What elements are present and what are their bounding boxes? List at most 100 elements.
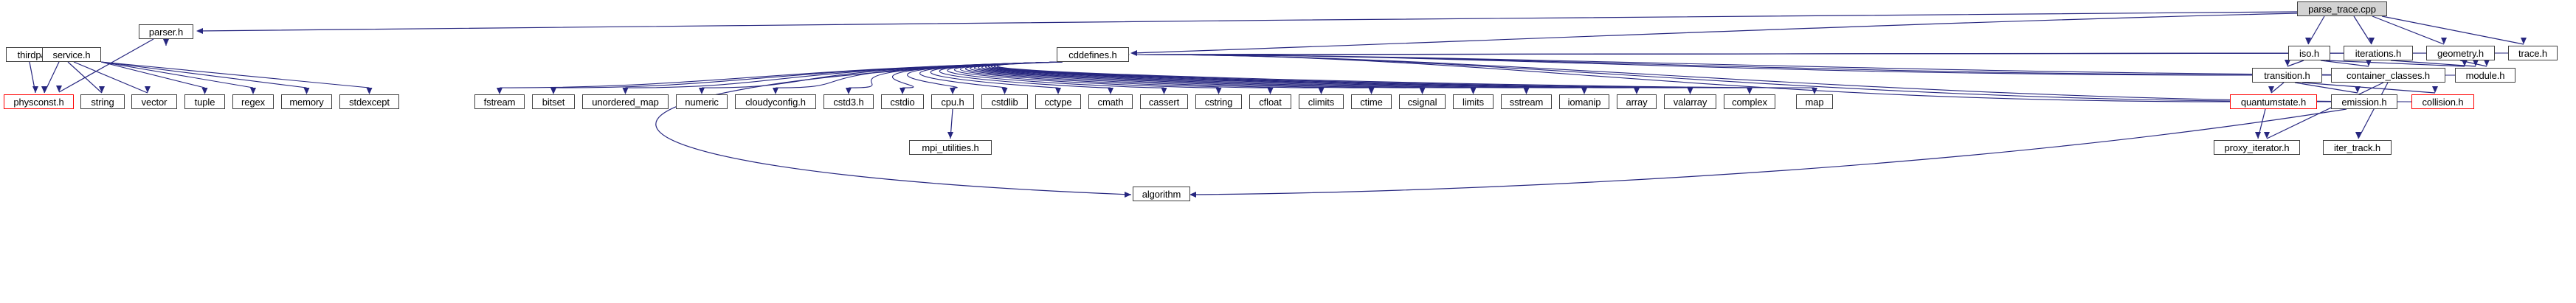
graph-node-algorithm[interactable]: algorithm bbox=[1133, 187, 1190, 201]
graph-node-limits[interactable]: limits bbox=[1453, 94, 1494, 109]
edge-arrowhead bbox=[1581, 88, 1587, 94]
edge-n8-to-n39 bbox=[988, 61, 1637, 88]
graph-node-cmath[interactable]: cmath bbox=[1088, 94, 1133, 109]
edge-n8-to-n22 bbox=[701, 61, 1063, 88]
graph-node-label: iterations.h bbox=[2355, 47, 2402, 59]
graph-node-valarray[interactable]: valarray bbox=[1664, 94, 1716, 109]
edge-arrowhead bbox=[56, 86, 62, 92]
edge-n8-to-n20 bbox=[553, 61, 1063, 88]
graph-node-array[interactable]: array bbox=[1617, 94, 1657, 109]
edge-arrowhead bbox=[250, 88, 256, 94]
edge-n7-to-n18 bbox=[100, 61, 370, 88]
edge-arrowhead bbox=[2366, 60, 2372, 66]
edge-n10-to-n47 bbox=[2266, 82, 2384, 139]
graph-node-memory[interactable]: memory bbox=[281, 94, 332, 109]
graph-node-cfloat[interactable]: cfloat bbox=[1249, 94, 1291, 109]
graph-node-container-classes-h[interactable]: container_classes.h bbox=[2331, 68, 2445, 83]
edge-arrowhead bbox=[1419, 88, 1426, 94]
edge-arrowhead bbox=[1189, 192, 1196, 198]
graph-node-label: service.h bbox=[52, 49, 91, 60]
edge-arrowhead bbox=[773, 88, 778, 94]
graph-node-cstdio[interactable]: cstdio bbox=[881, 94, 924, 109]
graph-node-label: iter_track.h bbox=[2333, 142, 2381, 153]
graph-node-ctime[interactable]: ctime bbox=[1351, 94, 1392, 109]
graph-node-stdexcept[interactable]: stdexcept bbox=[339, 94, 399, 109]
graph-node-label: container_classes.h bbox=[2347, 69, 2430, 81]
edge-arrowhead bbox=[846, 88, 852, 94]
graph-node-regex[interactable]: regex bbox=[232, 94, 274, 109]
graph-node-csignal[interactable]: csignal bbox=[1399, 94, 1446, 109]
graph-node-cstdlib[interactable]: cstdlib bbox=[981, 94, 1028, 109]
edge-n8-to-n32 bbox=[959, 61, 1271, 88]
edge-arrowhead bbox=[1267, 88, 1274, 94]
graph-node-tuple[interactable]: tuple bbox=[184, 94, 225, 109]
edge-n2-to-n11 bbox=[2325, 60, 2465, 67]
graph-node-numeric[interactable]: numeric bbox=[676, 94, 728, 109]
graph-node-cassert[interactable]: cassert bbox=[1140, 94, 1188, 109]
edge-n8-to-n28 bbox=[930, 61, 1063, 88]
graph-node-trace-h[interactable]: trace.h bbox=[2508, 46, 2558, 60]
edge-n7-to-n17 bbox=[100, 61, 307, 88]
edge-arrowhead bbox=[1215, 88, 1222, 94]
graph-node-label: stdexcept bbox=[349, 96, 390, 108]
edge-arrowhead bbox=[1747, 88, 1753, 94]
graph-node-physconst-h[interactable]: physconst.h bbox=[4, 94, 74, 109]
edge-n7-to-n14 bbox=[73, 61, 148, 94]
graph-node-emission-h[interactable]: emission.h bbox=[2331, 94, 2397, 109]
edge-n10-to-n8 bbox=[1136, 54, 2332, 76]
graph-node-unordered-map[interactable]: unordered_map bbox=[582, 94, 669, 109]
graph-node-label: unordered_map bbox=[592, 96, 659, 108]
graph-node-label: complex bbox=[1732, 96, 1767, 108]
graph-node-label: mpi_utilities.h bbox=[922, 142, 979, 153]
graph-node-cloudyconfig-h[interactable]: cloudyconfig.h bbox=[735, 94, 816, 109]
graph-node-cpu-h[interactable]: cpu.h bbox=[931, 94, 974, 109]
graph-node-quantumstate-h[interactable]: quantumstate.h bbox=[2230, 94, 2317, 109]
graph-node-complex[interactable]: complex bbox=[1724, 94, 1775, 109]
graph-node-geometry-h[interactable]: geometry.h bbox=[2426, 46, 2495, 60]
graph-node-iso-h[interactable]: iso.h bbox=[2288, 46, 2330, 60]
edge-arrowhead bbox=[1125, 192, 1131, 198]
edge-n0-to-n4 bbox=[2372, 15, 2445, 45]
edge-n8-to-n36 bbox=[978, 61, 1474, 88]
graph-node-cctype[interactable]: cctype bbox=[1035, 94, 1081, 109]
edge-n0-to-n2 bbox=[2307, 15, 2325, 45]
graph-node-map[interactable]: map bbox=[1796, 94, 1833, 109]
graph-node-proxy-iterator-h[interactable]: proxy_iterator.h bbox=[2214, 140, 2300, 155]
edge-arrowhead bbox=[1523, 88, 1530, 94]
graph-node-fstream[interactable]: fstream bbox=[474, 94, 525, 109]
graph-node-label: module.h bbox=[2465, 69, 2505, 81]
graph-node-label: proxy_iterator.h bbox=[2224, 142, 2290, 153]
graph-node-bitset[interactable]: bitset bbox=[532, 94, 575, 109]
edge-arrowhead bbox=[2521, 38, 2527, 44]
graph-node-label: collision.h bbox=[2422, 96, 2464, 108]
graph-node-iomanip[interactable]: iomanip bbox=[1559, 94, 1609, 109]
graph-node-label: cddefines.h bbox=[1068, 49, 1117, 60]
graph-node-label: cstdlib bbox=[991, 96, 1018, 108]
graph-node-mpi-utilities-h[interactable]: mpi_utilities.h bbox=[909, 140, 992, 155]
graph-node-vector[interactable]: vector bbox=[131, 94, 177, 109]
edge-arrowhead bbox=[1634, 88, 1640, 94]
edge-arrowhead bbox=[2484, 60, 2490, 66]
graph-node-parse-trace-cpp[interactable]: parse_trace.cpp bbox=[2297, 1, 2387, 16]
graph-node-module-h[interactable]: module.h bbox=[2455, 68, 2515, 83]
graph-node-string[interactable]: string bbox=[80, 94, 125, 109]
edge-n0-to-n1 bbox=[197, 11, 2298, 32]
graph-node-parser-h[interactable]: parser.h bbox=[139, 24, 193, 39]
graph-node-climits[interactable]: climits bbox=[1299, 94, 1344, 109]
graph-node-label: csignal bbox=[1407, 96, 1437, 108]
edge-n8-to-n34 bbox=[970, 61, 1372, 88]
graph-node-label: sstream bbox=[1509, 96, 1544, 108]
graph-node-cddefines-h[interactable]: cddefines.h bbox=[1057, 47, 1129, 62]
graph-node-label: cstring bbox=[1204, 96, 1233, 108]
graph-node-label: regex bbox=[241, 96, 266, 108]
graph-node-transition-h[interactable]: transition.h bbox=[2252, 68, 2322, 83]
graph-node-label: transition.h bbox=[2264, 69, 2310, 81]
graph-node-collision-h[interactable]: collision.h bbox=[2411, 94, 2474, 109]
graph-node-sstream[interactable]: sstream bbox=[1501, 94, 1552, 109]
graph-node-cstring[interactable]: cstring bbox=[1195, 94, 1242, 109]
graph-node-iter-track-h[interactable]: iter_track.h bbox=[2323, 140, 2392, 155]
graph-node-iterations-h[interactable]: iterations.h bbox=[2344, 46, 2413, 60]
edge-arrowhead bbox=[163, 39, 169, 46]
graph-node-cstd3-h[interactable]: cstd3.h bbox=[823, 94, 874, 109]
graph-node-service-h[interactable]: service.h bbox=[42, 47, 101, 62]
